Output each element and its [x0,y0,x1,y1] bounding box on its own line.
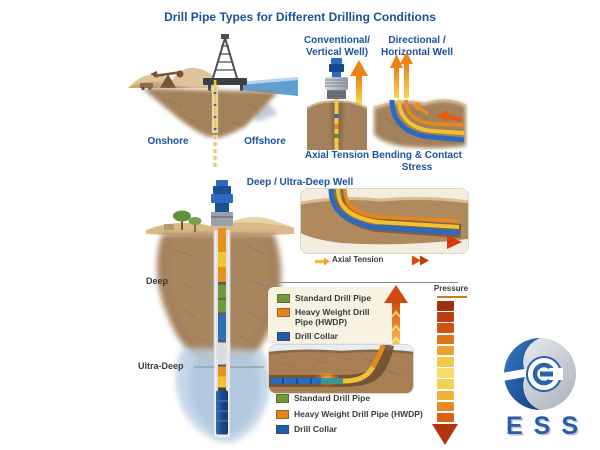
deep-horizontal-illustration [301,189,468,253]
pumpjack-icon [150,70,184,88]
trees [164,210,202,232]
contact-stress-arrows-icon [412,102,463,122]
pressure-scale-step [437,356,454,367]
vertical-well-caption: Axial Tension [304,150,370,161]
ultra-deep-depth-label: Ultra-Deep [138,361,184,371]
onshore-offshore-illustration [128,34,298,170]
bottom-curved-illustration [269,345,413,393]
drill-string-segments [216,228,228,435]
curved-drill-pipes [328,189,460,236]
vertical-wellhead [325,58,348,99]
vertical-well-title-line1: Conventional/ [303,35,371,46]
legend-card: Standard Drill Pipe Heavy Weight Drill P… [268,287,392,343]
legend-item: Standard Drill Pipe [276,393,426,404]
drill-collar-swatch [277,331,290,341]
legend-item-label: Standard Drill Pipe [295,293,372,303]
platform [203,78,247,91]
standard-drill-pipe-swatch [277,294,290,303]
horizontal-well-illustration [373,52,467,148]
hwdp-swatch [276,409,289,419]
horizontal-well-title-line1: Directional / [388,35,446,46]
deep-well-title: Deep / Ultra-Deep Well [246,177,354,188]
deep-depth-label: Deep [146,276,169,286]
deep-depth-line [232,282,458,283]
legend-item-label: Standard Drill Pipe [294,393,371,403]
legend-item: Drill Collar [277,331,392,342]
tension-up-arrows-icon [390,52,413,98]
legend-item-label: Heavy Weight Drill Pipe (HWDP) [295,306,370,328]
horizontal-well-title: Directional / Horizontal Well [373,35,461,59]
vertical-well-title: Conventional/ Vertical Well) [293,35,381,59]
pressure-scale-step [437,412,454,423]
pressure-scale-step [437,379,454,389]
standard-drill-pipe-swatch [276,394,289,403]
legend-item: Heavy Weight Drill Pipe (HWDP) [276,409,426,420]
pressure-scale [437,301,454,424]
hwdp-swatch [277,307,290,317]
pressure-scale-step [437,345,454,356]
vertical-well-title-line2: Vertical Well) [305,46,369,58]
legend-item: Standard Drill Pipe [277,293,392,304]
legend-item-label: Heavy Weight Drill Pipe (HWDP) [294,408,423,419]
pressure-scale-step [437,390,454,401]
deep-well-illustration [146,180,296,442]
axial-tension-right-arrow-icon [393,235,462,249]
legend-item: Drill Collar [276,424,426,435]
legend-bottom: Standard Drill Pipe Heavy Weight Drill P… [276,393,426,440]
offshore-label: Offshore [244,136,286,147]
drill-collar-swatch [276,425,289,435]
curved-drill-pipes [389,99,465,143]
vertical-well-illustration [306,58,368,150]
pressure-up-arrow-icon [384,285,408,347]
horizontal-well-title-line2: Horizontal Well [380,46,454,58]
axial-tension-mid-label: Axial Tension [332,255,384,264]
page-title: Drill Pipe Types for Different Drilling … [164,10,436,24]
pressure-scale-step [437,323,454,333]
pressure-scale-step [437,301,454,311]
onshore-label: Onshore [147,136,189,147]
axial-tension-gradient-arrow-icon [388,255,429,266]
ess-logo-emblem-icon [502,338,576,410]
horizontal-well-caption: Bending & Contact Stress [372,150,462,173]
ess-logo-text: ESS [505,412,590,440]
pressure-scale-step [437,334,454,345]
pressure-scale-step [437,401,454,412]
deep-wellhead [211,180,233,226]
pressure-label: Pressure [433,284,469,293]
bottom-curved-panel [268,344,414,394]
legend-item-label: Drill Collar [294,424,337,435]
legend-item-label: Drill Collar [295,330,338,341]
axial-tension-up-arrow-icon [350,60,368,104]
derrick-icon [212,34,238,79]
pressure-down-arrow-icon [432,424,458,445]
curved-drill-string [271,345,386,384]
pressure-scale-step [437,312,454,322]
deep-horizontal-panel [300,188,469,254]
pressure-scale-step [437,368,454,378]
axial-tension-mini-arrow-icon [315,257,330,266]
pressure-underline [437,296,467,298]
legend-item: Heavy Weight Drill Pipe (HWDP) [277,307,392,328]
